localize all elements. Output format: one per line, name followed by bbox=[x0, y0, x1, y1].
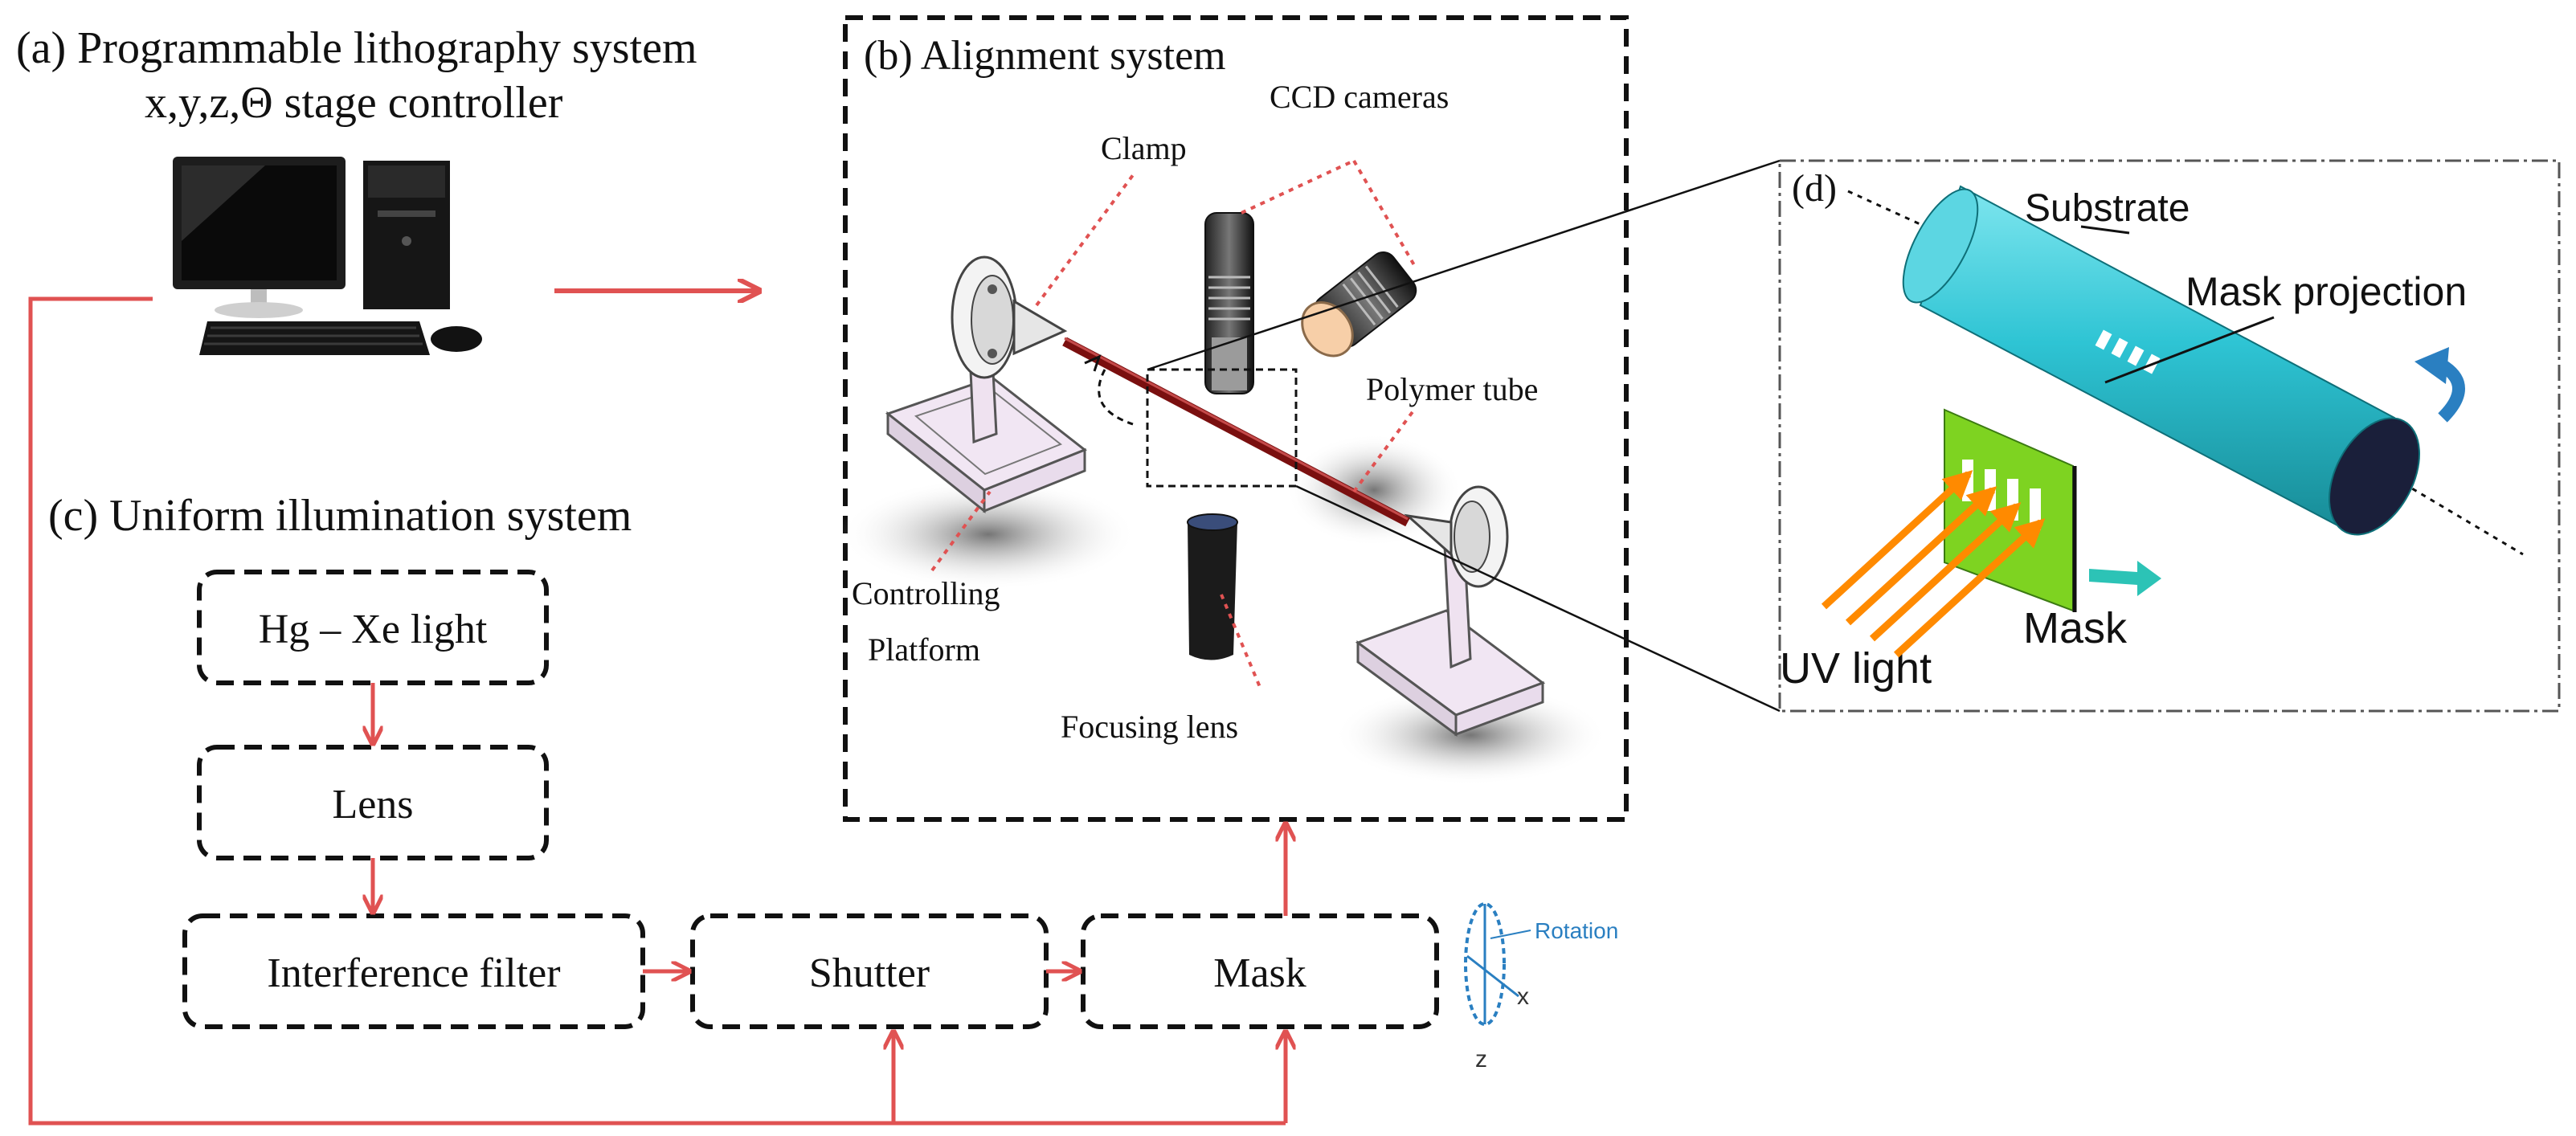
uv-light-label: UV light bbox=[1780, 644, 1932, 693]
zoom-frame bbox=[1778, 159, 2561, 713]
lens-icon bbox=[1187, 513, 1238, 660]
ccd-cameras-label: CCD cameras bbox=[1270, 79, 1449, 115]
uv-rays bbox=[1821, 470, 2046, 658]
rotation-label: Rotation bbox=[1535, 918, 1618, 943]
computer-icon bbox=[173, 157, 482, 355]
flow-arrows bbox=[373, 683, 1286, 971]
callout-lines bbox=[930, 159, 1416, 692]
panel-d-title: (d) bbox=[1792, 167, 1837, 210]
clamp-label: Clamp bbox=[1101, 130, 1187, 166]
mask-projection-label: Mask projection bbox=[2186, 269, 2467, 314]
ccd-camera-icon bbox=[1204, 212, 1254, 394]
hgxe-light-box: Hg – Xe light bbox=[197, 570, 549, 685]
inspection-region bbox=[1146, 368, 1298, 488]
polymer-tube-label: Polymer tube bbox=[1366, 371, 1538, 407]
panel-a-title: (a) Programmable lithography system bbox=[16, 23, 697, 73]
rotation-arrow bbox=[2414, 347, 2465, 423]
shutter-box: Shutter bbox=[690, 913, 1049, 1029]
focusing-lens-label: Focusing lens bbox=[1061, 709, 1238, 745]
interference-filter-box: Interference filter bbox=[182, 913, 645, 1029]
clamp-icon bbox=[1404, 485, 1509, 588]
clamp-icon bbox=[951, 255, 1068, 379]
mask-motion-arrow bbox=[2089, 561, 2161, 596]
substrate-label: Substrate bbox=[2025, 187, 2190, 230]
interference-filter-label: Interference filter bbox=[267, 950, 560, 996]
x-axis-label: x bbox=[1517, 983, 1529, 1010]
rotation-axis-icon: Rotation x z bbox=[1464, 902, 1618, 1073]
ccd-camera-icon bbox=[1301, 251, 1417, 358]
lens-box: Lens bbox=[197, 745, 549, 860]
panel-a-subtitle: x,y,z,Θ stage controller bbox=[145, 78, 563, 128]
substrate-tube bbox=[1902, 185, 2421, 536]
shutter-label: Shutter bbox=[809, 950, 930, 996]
polymer-tube bbox=[1062, 337, 1410, 527]
panel-b-title: (b) Alignment system bbox=[864, 33, 1226, 79]
lens-label: Lens bbox=[332, 782, 413, 827]
platform-label: Platform bbox=[868, 631, 980, 668]
alignment-system-frame bbox=[843, 15, 1629, 822]
control-bus bbox=[28, 296, 1286, 1126]
hgxe-light-label: Hg – Xe light bbox=[259, 607, 488, 652]
platform-icon bbox=[1355, 536, 1546, 737]
panel-c-title: (c) Uniform illumination system bbox=[48, 491, 632, 541]
right-platform-shadow bbox=[1334, 685, 1607, 785]
mask-box-label: Mask bbox=[1213, 950, 1306, 996]
mask-box: Mask bbox=[1081, 913, 1439, 1029]
z-axis-label: z bbox=[1475, 1046, 1487, 1073]
projection-pointer bbox=[2104, 316, 2275, 384]
left-platform-shadow bbox=[840, 478, 1137, 590]
